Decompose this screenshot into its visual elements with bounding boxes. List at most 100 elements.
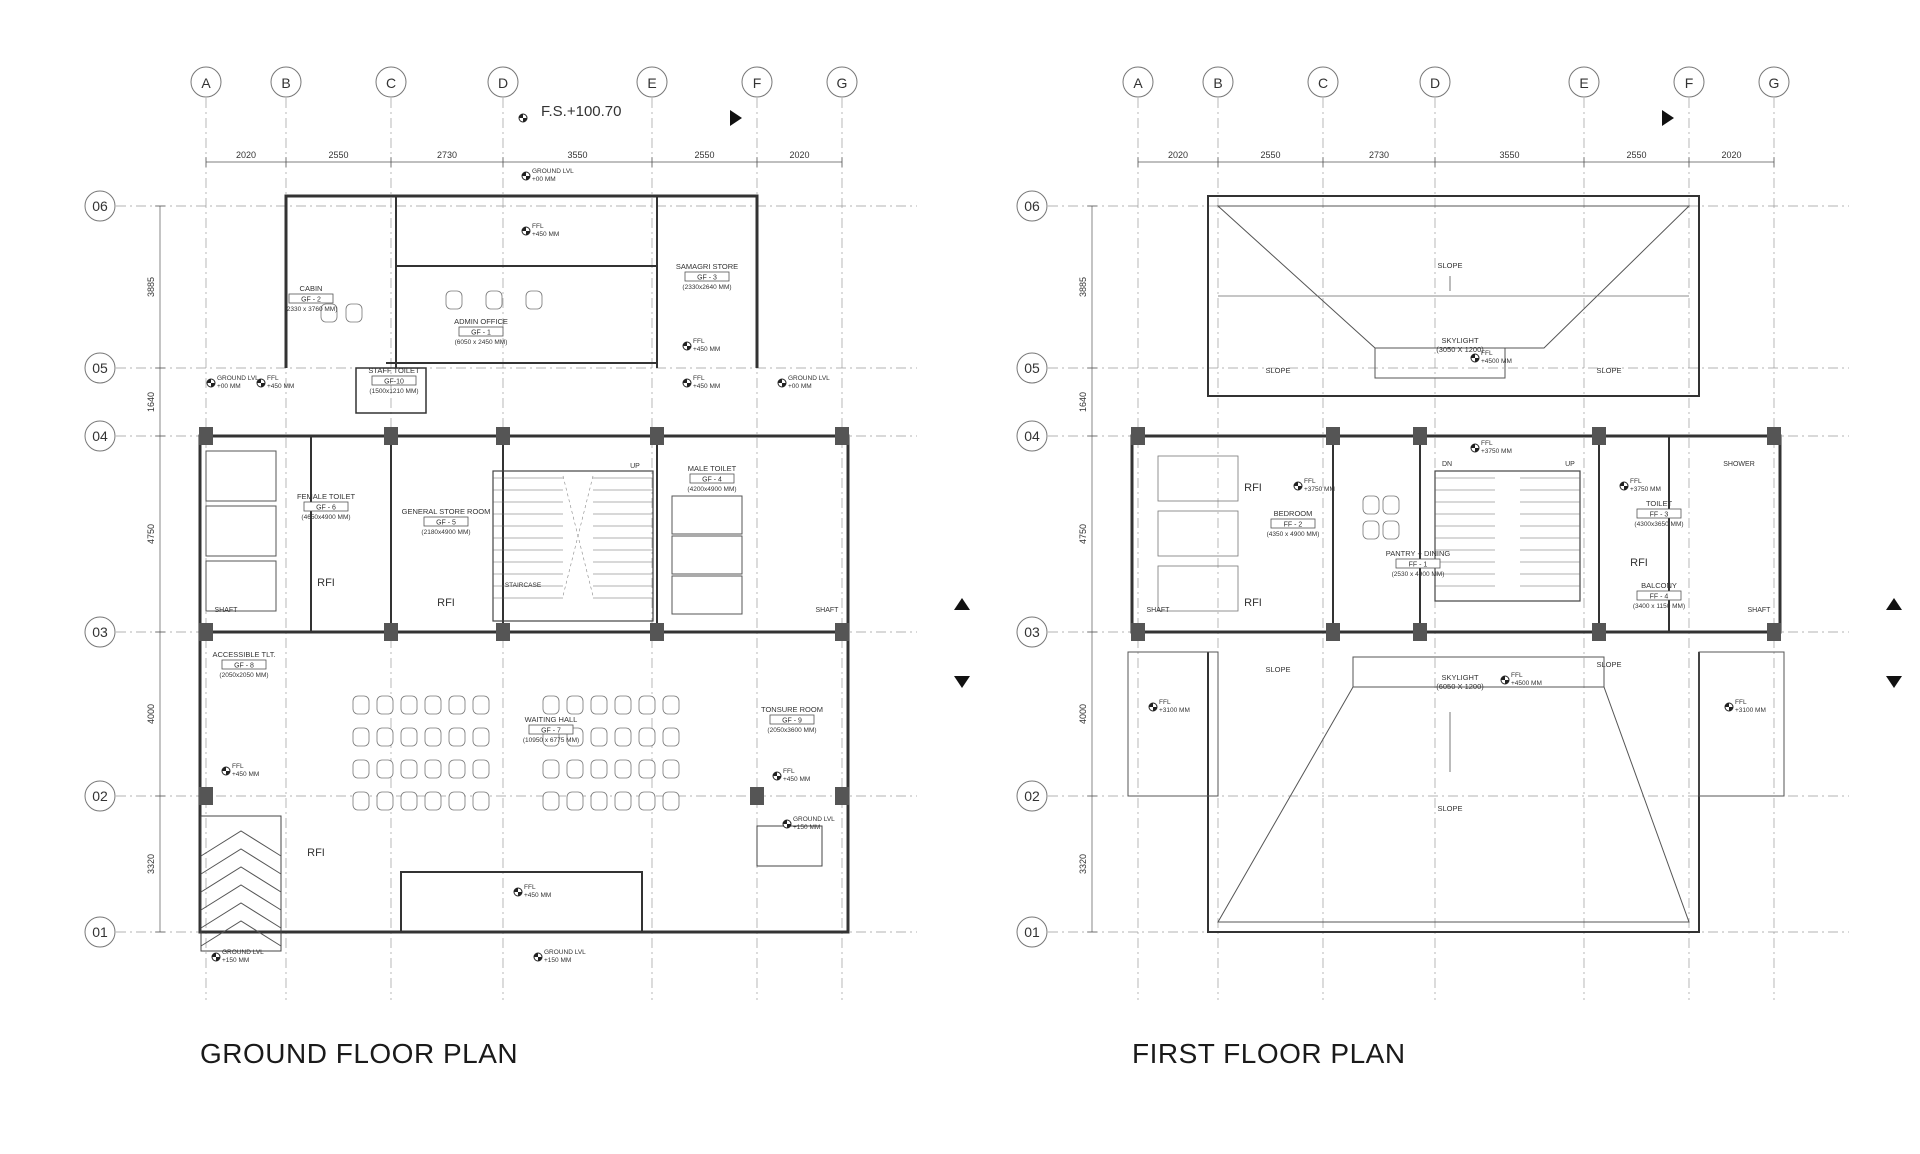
- ground-office-chair: [485, 290, 503, 310]
- first-skylight-name: SKYLIGHT: [1441, 673, 1479, 682]
- first-room-tag-box: [1636, 590, 1682, 601]
- first-dim-col: 2020: [1168, 150, 1188, 160]
- first-grid-col-bubble: [1202, 66, 1234, 98]
- first-side-terrace: [1127, 651, 1219, 797]
- ground-ramp-chevron: [200, 902, 282, 929]
- first-grid-col-bubble: [1419, 66, 1451, 98]
- ground-level-value: +450 MM: [783, 776, 810, 783]
- ground-ramp-chevron: [200, 830, 282, 857]
- ground-waiting-chair: [448, 727, 466, 747]
- first-column: [1413, 623, 1427, 641]
- ground-dim-row: 1640: [146, 392, 156, 412]
- first-column: [1413, 427, 1427, 445]
- first-grid-row-bubble: [1016, 420, 1048, 452]
- ground-level-label: FFL: [693, 375, 705, 382]
- first-level-value: +4500 MM: [1511, 680, 1542, 687]
- first-section-arrow-down: [1886, 676, 1902, 688]
- ground-waiting-chair: [376, 695, 394, 715]
- first-level-label: FFL: [1481, 350, 1493, 357]
- first-room-size: (2530 x 4900 MM): [1392, 571, 1445, 578]
- first-grid-row-label: 05: [1024, 360, 1040, 376]
- first-north-marker: [1662, 110, 1674, 126]
- ground-level-label: GROUND LVL: [217, 375, 259, 382]
- first-skylight-size: (3050 X 1200): [1436, 345, 1484, 354]
- first-level-label: FFL: [1511, 672, 1523, 679]
- first-room-size: (4350 x 4900 MM): [1267, 531, 1320, 538]
- first-column: [1767, 427, 1781, 445]
- ground-wc-stall: [205, 560, 277, 612]
- ground-column: [384, 623, 398, 641]
- ground-waiting-chair: [590, 759, 608, 779]
- first-bed: [1157, 455, 1239, 502]
- ground-shaft-label: SHAFT: [816, 607, 840, 614]
- first-up-label: UP: [1565, 461, 1575, 468]
- ground-staircase-label: STAIRCASE: [505, 582, 542, 589]
- ground-room-tag-box: [303, 501, 349, 512]
- ground-grid-col-label: G: [837, 75, 848, 91]
- ground-waiting-chair: [472, 759, 490, 779]
- ground-room-size: (4650x4900 MM): [301, 514, 350, 521]
- ground-grid-col-label: A: [201, 75, 211, 91]
- ground-staircase: [492, 470, 654, 622]
- first-column: [1767, 623, 1781, 641]
- ground-waiting-chair: [472, 727, 490, 747]
- first-dim-col: 2550: [1260, 150, 1280, 160]
- ground-column: [750, 787, 764, 805]
- ground-waiting-chair: [424, 727, 442, 747]
- first-floor-plan-title: FIRST FLOOR PLAN: [1132, 1038, 1406, 1069]
- first-room-size: (4300x3650 MM): [1634, 521, 1683, 528]
- ground-waiting-chair: [590, 695, 608, 715]
- ground-waiting-chair: [638, 695, 656, 715]
- ground-level-label: FFL: [524, 884, 536, 891]
- first-grid-row-bubble: [1016, 780, 1048, 812]
- ground-waiting-chair: [590, 791, 608, 811]
- ground-grid-col-bubble: [375, 66, 407, 98]
- ground-dim-col: 3550: [567, 150, 587, 160]
- ground-grid-row-label: 05: [92, 360, 108, 376]
- ground-grid-row-label: 03: [92, 624, 108, 640]
- ground-level-label: FFL: [232, 763, 244, 770]
- ground-shaft-label: SHAFT: [215, 607, 239, 614]
- ground-waiting-chair: [590, 727, 608, 747]
- first-dining-chair: [1362, 520, 1380, 540]
- ground-grid-col-label: F: [753, 75, 762, 91]
- ground-room-size: (10950 x 6775 MM): [523, 737, 579, 744]
- ground-room-name: SAMAGRI STORE: [676, 262, 738, 271]
- ground-dim-col: 2730: [437, 150, 457, 160]
- ground-dim-col: 2020: [789, 150, 809, 160]
- first-grid-col-bubble: [1568, 66, 1600, 98]
- ground-grid-row-label: 01: [92, 924, 108, 940]
- first-room-tag-box: [1636, 508, 1682, 519]
- ground-waiting-chair: [400, 791, 418, 811]
- ground-grid-col-label: C: [386, 75, 396, 91]
- ground-level-label: FFL: [532, 223, 544, 230]
- first-grid-row-label: 02: [1024, 788, 1040, 804]
- ground-level-value: +450 MM: [693, 383, 720, 390]
- first-grid-row-bubble: [1016, 352, 1048, 384]
- ground-level-symbol-fill: [683, 342, 691, 350]
- ground-outer-wall-bottom: [198, 630, 850, 934]
- first-grid-col-label: G: [1769, 75, 1780, 91]
- first-level-label: FFL: [1481, 440, 1493, 447]
- ground-rfi-label: RFI: [437, 597, 455, 609]
- first-shaft-label: SHAFT: [1147, 607, 1171, 614]
- ground-room-tag-box: [423, 516, 469, 527]
- first-room-tag-box: [1270, 518, 1316, 529]
- ground-level-symbol-fill: [519, 114, 527, 122]
- ground-level-value: +150 MM: [793, 824, 820, 831]
- ground-column: [650, 427, 664, 445]
- first-level-symbol-fill: [1471, 444, 1479, 452]
- first-grid-col-bubble: [1122, 66, 1154, 98]
- first-column: [1131, 427, 1145, 445]
- ground-grid-row-bubble: [84, 916, 116, 948]
- first-slope-label: SLOPE: [1265, 665, 1290, 674]
- ground-waiting-chair: [542, 791, 560, 811]
- ground-level-label: GROUND LVL: [222, 949, 264, 956]
- first-level-symbol-fill: [1149, 703, 1157, 711]
- ground-grid-col-bubble: [487, 66, 519, 98]
- ground-outer-wall-top: [284, 194, 759, 368]
- ground-waiting-chair: [448, 791, 466, 811]
- first-column: [1131, 623, 1145, 641]
- ground-level-symbol-fill: [534, 953, 542, 961]
